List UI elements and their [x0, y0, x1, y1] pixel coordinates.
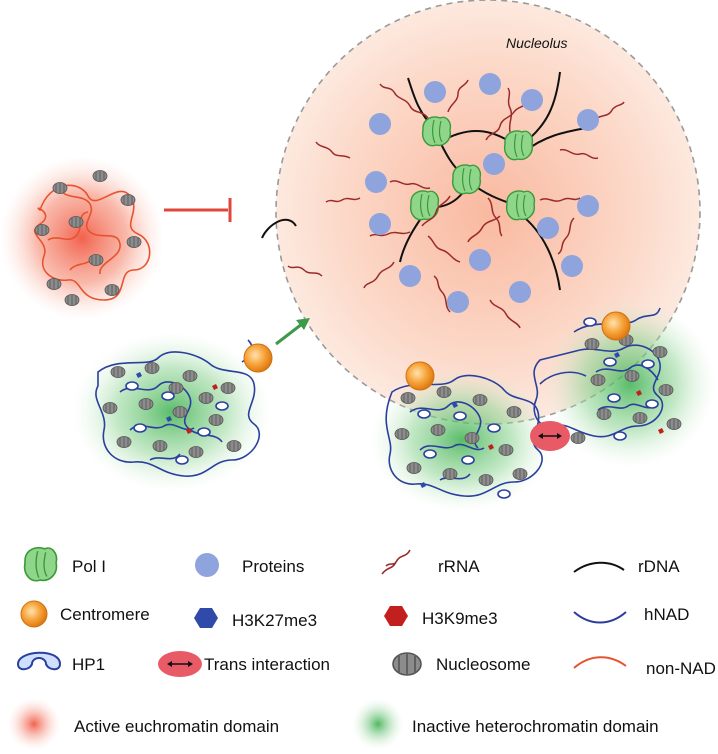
hnad-icon	[573, 611, 627, 624]
pol1-icon	[23, 546, 58, 582]
h3k27me3-icon	[194, 608, 218, 628]
svg-text:Centromere: Centromere	[60, 605, 150, 624]
legend-h3k27me3: H3K27me3	[194, 608, 317, 630]
legend-heterochromatin: Inactive heterochromatin domain	[352, 698, 659, 750]
svg-text:rDNA: rDNA	[638, 557, 680, 576]
inhibition-arrow	[164, 198, 232, 222]
nucleosome-icon	[392, 652, 422, 676]
legend-proteins: Proteins	[195, 553, 304, 577]
protein-dots	[365, 73, 599, 313]
association-arrow	[275, 318, 310, 346]
svg-text:Trans interaction: Trans interaction	[204, 655, 330, 674]
protein-icon	[195, 553, 219, 577]
legend-trans: Trans interaction	[158, 651, 330, 677]
svg-text:non-NAD: non-NAD	[646, 659, 716, 678]
svg-text:HP1: HP1	[72, 655, 105, 674]
svg-text:Proteins: Proteins	[242, 557, 304, 576]
nucleolus-label: Nucleolus	[506, 35, 567, 51]
svg-text:Pol I: Pol I	[72, 557, 106, 576]
svg-text:Inactive heterochromatin domai: Inactive heterochromatin domain	[412, 717, 659, 736]
legend-centromere: Centromere	[20, 600, 150, 628]
legend-nucleosome: Nucleosome	[392, 652, 531, 676]
svg-text:rRNA: rRNA	[438, 557, 480, 576]
euchromatin-icon	[8, 698, 60, 750]
legend-pol1: Pol I	[23, 546, 106, 582]
legend-euchromatin: Active euchromatin domain	[8, 698, 279, 750]
heterochromatin-domain-right	[370, 300, 716, 512]
heterochromatin-domain-left	[72, 332, 273, 492]
legend-rrna: rRNA	[381, 549, 480, 576]
nonnad-icon	[573, 656, 627, 669]
svg-text:H3K9me3: H3K9me3	[422, 609, 498, 628]
svg-text:H3K27me3: H3K27me3	[232, 611, 317, 630]
legend-hp1: HP1	[16, 651, 105, 674]
centromere-right-b	[601, 311, 631, 341]
legend-h3k9me3: H3K9me3	[384, 606, 498, 628]
centromere-left	[243, 343, 273, 373]
svg-text:hNAD: hNAD	[644, 605, 689, 624]
svg-text:Nucleosome: Nucleosome	[436, 655, 531, 674]
centromere-right-a	[405, 361, 435, 391]
legend: Pol I Proteins rRNA rDNA Centromere H3K2…	[8, 546, 716, 750]
heterochromatin-icon	[352, 698, 404, 750]
legend-nonnad: non-NAD	[573, 656, 716, 678]
hp1-icon	[16, 651, 62, 671]
rdna-icon	[573, 561, 625, 573]
legend-rdna: rDNA	[573, 557, 680, 576]
svg-text:Active euchromatin domain: Active euchromatin domain	[74, 717, 279, 736]
rrna-icon	[381, 549, 411, 575]
h3k9me3-icon	[384, 606, 408, 626]
legend-hnad: hNAD	[573, 605, 689, 624]
euchromatin-domain	[0, 156, 164, 320]
trans-interaction	[530, 421, 570, 451]
rrna-strands	[287, 79, 625, 329]
centromere-icon	[20, 600, 48, 628]
